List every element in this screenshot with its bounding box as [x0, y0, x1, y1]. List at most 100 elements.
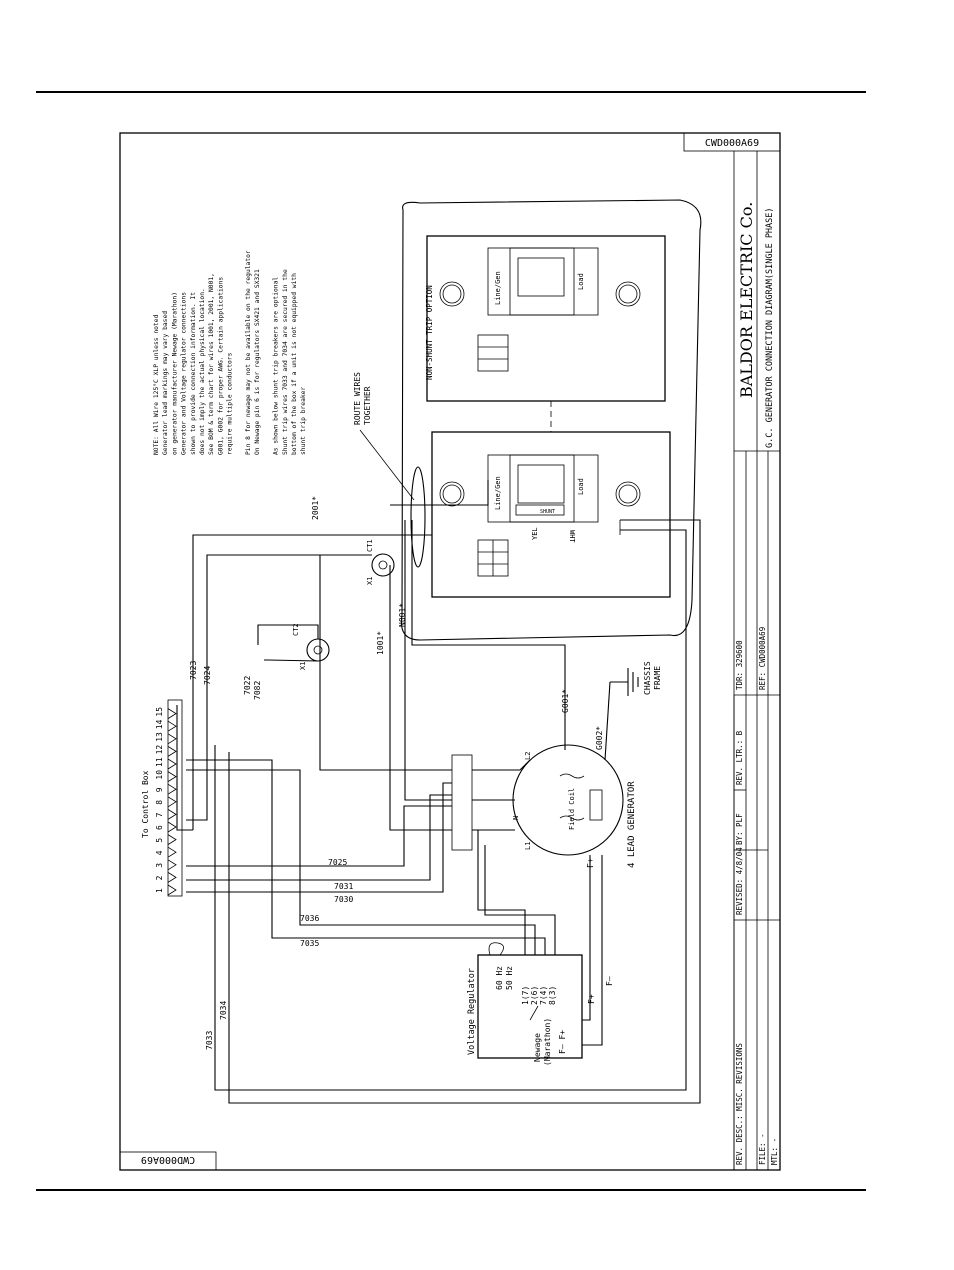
- top-rule: [36, 91, 866, 93]
- terminal-pin: [167, 884, 177, 896]
- wire-7031: 7031: [334, 882, 353, 891]
- note-line: require multiple conductors: [227, 352, 234, 455]
- terminal-number: 3: [155, 863, 164, 868]
- route-wires-ellipse: [410, 466, 426, 568]
- terminal-number: 12: [155, 745, 164, 755]
- chassis-ground: CHASSIS FRAME: [610, 661, 662, 696]
- gen-n: N: [512, 816, 520, 820]
- notes-block: NOTE: All Wire 125°C XLP unless noted Ge…: [152, 250, 307, 455]
- tdr: TDR: 329600: [735, 640, 744, 690]
- terminal-number: 14: [155, 719, 164, 729]
- terminal-board: [451, 754, 473, 851]
- vr-pin2: 2(6): [530, 986, 539, 1005]
- note-line: Generator lead markings may vary based: [162, 311, 169, 455]
- four-lead-generator: Field Coil L1 L2 N 4 LEAD GENERATOR: [512, 744, 637, 868]
- terminal-pin: [167, 746, 177, 757]
- wire-fplus-label: F+: [586, 858, 595, 868]
- ct2-label: CT2: [292, 623, 300, 636]
- drawing-frame: [119, 132, 781, 1171]
- note-line: shunt trip breaker: [300, 387, 307, 455]
- drawing-number-top: CWD000A69: [705, 138, 759, 149]
- wires: [176, 480, 701, 1104]
- wire-7030: 7030: [334, 895, 353, 904]
- wire-7034: 7034: [219, 1001, 228, 1020]
- mtl: MTL: -: [770, 1138, 779, 1165]
- terminal-pin: [167, 821, 177, 833]
- terminal-pin: [167, 708, 177, 719]
- note-line: Pin 8 for newage may not be available on…: [245, 250, 252, 455]
- wire-fplus-vr: F+: [587, 994, 596, 1004]
- wire-yel: YEL: [531, 527, 539, 540]
- drawing-number-box-top: [683, 132, 781, 152]
- four-lead-label: 4 LEAD GENERATOR: [627, 781, 637, 868]
- terminal-pin: [167, 872, 177, 883]
- wire-wht: WHT: [568, 530, 576, 543]
- note-line: does not imply the actual physical locat…: [199, 288, 206, 455]
- vr-title: Voltage Regulator: [467, 968, 477, 1055]
- terminal-pin: [167, 796, 177, 808]
- note-line: See BOM & term chart for wires 1001, 200…: [208, 273, 215, 455]
- note-line: Shunt trip wires 7033 and 7034 are secur…: [282, 269, 289, 455]
- ct1-x1: X1: [366, 577, 374, 585]
- company-name: BALDOR ELECTRIC Co.: [737, 202, 756, 398]
- terminal-pin: [167, 771, 177, 782]
- wire-7024: 7024: [203, 666, 212, 685]
- wire-g001: G001*: [561, 689, 570, 713]
- wire-1001: 1001*: [376, 631, 385, 655]
- terminal-number: 6: [155, 825, 164, 830]
- non-shunt-option: NON-SHUNT TRIP OPTION Line/Gen Load: [400, 199, 702, 641]
- title-block: BALDOR ELECTRIC Co. G.C. GENERATOR CONNE…: [733, 151, 780, 1170]
- breaker-load: Load: [577, 478, 585, 495]
- terminal-pin: [167, 783, 177, 795]
- vr-f-pins: F– F+: [558, 1030, 567, 1054]
- terminal-number: 2: [155, 875, 164, 880]
- to-control-box: To Control Box: [141, 770, 150, 838]
- ns-line-gen: Line/Gen: [494, 271, 502, 305]
- drawing-title: G.C. GENERATOR CONNECTION DIAGRAM(SINGLE…: [765, 207, 775, 448]
- non-shunt-label: NON-SHUNT TRIP OPTION: [425, 285, 434, 380]
- terminal-number: 8: [155, 800, 164, 805]
- ct2-x1: X1: [299, 662, 307, 670]
- breaker-shunt: SHUNT: [540, 509, 555, 515]
- terminal-number: 7: [155, 812, 164, 817]
- terminal-number: 4: [155, 850, 164, 855]
- ct2-transformer: CT2 X1: [292, 623, 330, 670]
- ref: REF: CWD000A69: [758, 627, 767, 690]
- terminal-pin: [167, 809, 177, 820]
- wire-7082: 7082: [253, 681, 262, 700]
- wire-7023: 7023: [189, 661, 198, 680]
- note-line: bottom of the box if a unit is not equip…: [291, 273, 298, 455]
- vr-pin1: 1(7): [521, 986, 530, 1005]
- wire-fminus-label: F–: [605, 976, 614, 986]
- together-label: TOGETHER: [363, 386, 372, 425]
- field-coil-label: Field Coil: [568, 788, 576, 830]
- ct1-label: CT1: [366, 539, 374, 552]
- ns-load: Load: [577, 273, 585, 290]
- terminal-number: 5: [155, 838, 164, 843]
- note-line: As shown below shunt trip breakers are o…: [273, 277, 280, 455]
- vr-marathon: (Marathon): [543, 1018, 552, 1066]
- frame-label: FRAME: [653, 666, 662, 690]
- wire-7022: 7022: [243, 676, 252, 695]
- voltage-regulator: Voltage Regulator 60 Hz 50 Hz 1(7) 2(6) …: [467, 942, 583, 1066]
- wire-g002: G002*: [595, 726, 604, 750]
- rev-by: BY: PLF: [735, 813, 744, 845]
- terminal-number: 15: [155, 707, 164, 717]
- route-wires-label: ROUTE WIRES: [353, 372, 362, 425]
- rev-ltr-bottom: REV. LTR.: B: [735, 730, 744, 785]
- note-line: shown to provide connection information.…: [190, 292, 197, 455]
- note-line: G001, G002 for proper AWG. Certain appli…: [217, 277, 224, 455]
- wire-n001: N001*: [398, 603, 407, 627]
- terminal-pin: [167, 733, 177, 745]
- terminal-number: 9: [155, 787, 164, 792]
- drawing-number-bottom: CWD000A69: [141, 1154, 195, 1165]
- note-line: Generator and Voltage regulator connecti…: [181, 292, 188, 455]
- terminal-number: 13: [155, 732, 164, 742]
- terminal-number: 11: [155, 757, 164, 767]
- breaker-enclosure: Line/Gen Load SHUNT YEL WHT: [431, 431, 671, 598]
- terminal-pin: [167, 834, 177, 845]
- terminal-number: 1: [155, 888, 164, 893]
- bottom-rule: [36, 1189, 866, 1191]
